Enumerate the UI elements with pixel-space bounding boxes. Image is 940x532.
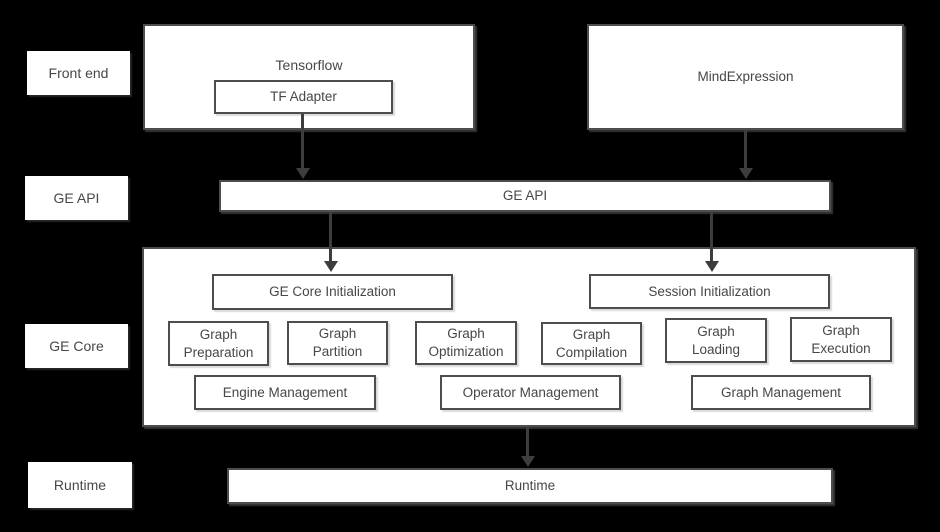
graph-management-label: Graph Management	[720, 384, 842, 400]
ge-core-initialization-label: GE Core Initialization	[269, 284, 396, 299]
graph-optimization-label: Graph Optimization	[428, 326, 504, 359]
tf-adapter-label: TF Adapter	[270, 89, 337, 104]
graph-compilation-box: Graph Compilation	[541, 322, 642, 365]
graph-partition-label: Graph Partition	[312, 326, 363, 359]
operator-management-box: Operator Management	[440, 375, 621, 410]
graph-preparation-label: Graph Preparation	[183, 326, 254, 360]
ge-api-bar-label: GE API	[502, 188, 548, 203]
tensorflow-box: Tensorflow TF Adapter	[143, 24, 475, 130]
row-label-front-end-text: Front end	[48, 65, 109, 81]
graph-loading-label: Graph Loading	[691, 323, 741, 357]
graph-management-box: Graph Management	[691, 375, 871, 410]
row-label-runtime: Runtime	[28, 462, 132, 508]
engine-management-label: Engine Management	[222, 384, 348, 400]
row-label-ge-api: GE API	[25, 176, 128, 220]
ge-core-initialization-box: GE Core Initialization	[212, 274, 453, 310]
arrow-tf-adapter-to-ge-api	[301, 114, 304, 168]
row-label-runtime-text: Runtime	[53, 477, 107, 493]
session-initialization-label: Session Initialization	[648, 283, 771, 299]
row-label-ge-core: GE Core	[25, 324, 128, 368]
engine-management-box: Engine Management	[194, 375, 376, 410]
row-label-ge-core-text: GE Core	[49, 338, 104, 354]
operator-management-label: Operator Management	[462, 384, 599, 400]
tensorflow-title: Tensorflow	[275, 57, 343, 73]
graph-execution-label: Graph Execution	[811, 322, 871, 356]
runtime-bar: Runtime	[227, 468, 833, 504]
graph-execution-box: Graph Execution	[790, 317, 892, 362]
arrow-ge-api-to-ge-core-initialization	[329, 212, 332, 261]
graph-compilation-label: Graph Compilation	[555, 326, 628, 360]
mindexpression-label: MindExpression	[697, 69, 794, 84]
graph-preparation-box: Graph Preparation	[168, 321, 269, 366]
runtime-bar-label: Runtime	[504, 478, 556, 493]
graph-partition-box: Graph Partition	[287, 321, 388, 365]
row-label-ge-api-text: GE API	[53, 190, 100, 206]
graph-optimization-box: Graph Optimization	[415, 321, 517, 365]
session-initialization-box: Session Initialization	[589, 274, 830, 309]
arrow-mindexpression-to-ge-api	[744, 130, 747, 168]
tf-adapter-box: TF Adapter	[214, 80, 393, 114]
ge-api-bar: GE API	[219, 180, 831, 212]
arrow-ge-api-to-session-initialization	[710, 212, 713, 261]
ge-core-box: GE Core Initialization Session Initializ…	[142, 247, 916, 427]
arrow-ge-core-to-runtime	[526, 427, 529, 456]
graph-loading-box: Graph Loading	[665, 318, 767, 363]
row-label-front-end: Front end	[27, 51, 130, 95]
mindexpression-box: MindExpression	[587, 24, 904, 130]
